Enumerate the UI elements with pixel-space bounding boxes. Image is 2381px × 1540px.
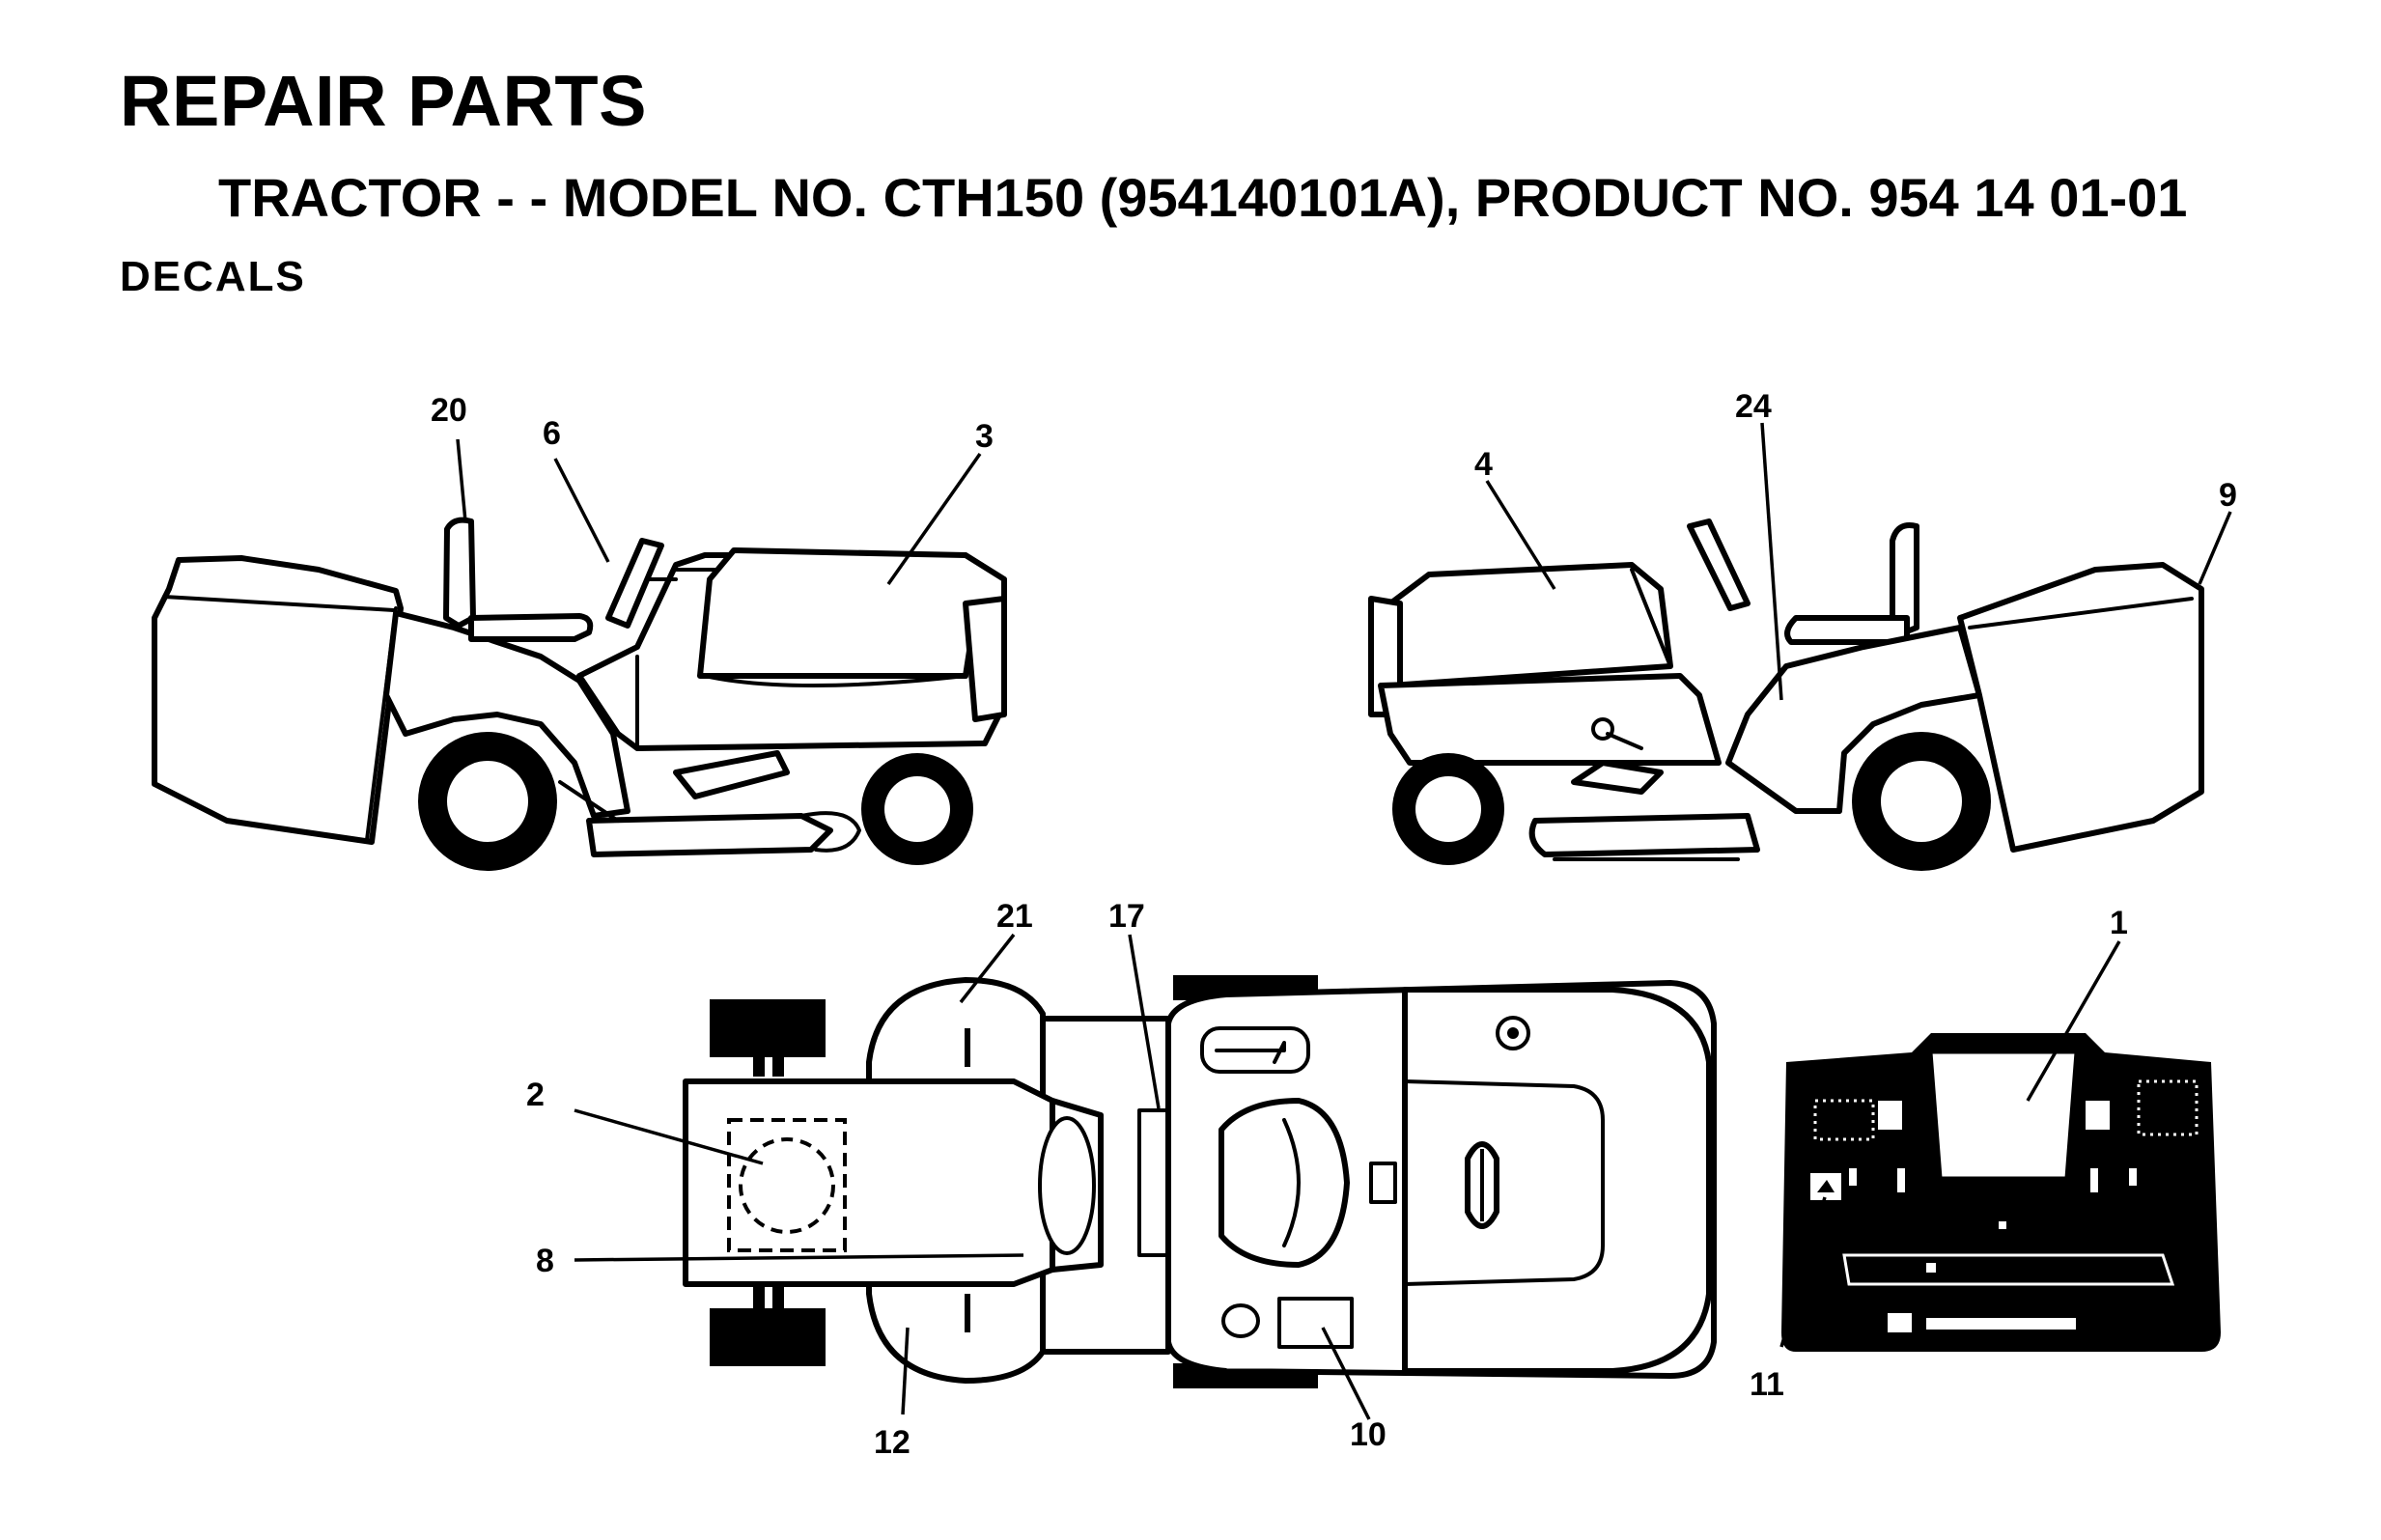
dash-panel-view <box>1781 1033 2221 1352</box>
callout-1: 1 <box>2110 905 2128 941</box>
tractor-left-side-view <box>152 517 1007 871</box>
section-heading: DECALS <box>120 253 306 300</box>
tractor-right-side-view <box>1368 518 2204 871</box>
tractor-top-view <box>683 975 1717 1388</box>
callout-2: 2 <box>526 1077 545 1113</box>
callout-3: 3 <box>975 418 994 455</box>
callout-4: 4 <box>1474 446 1493 483</box>
callout-6: 6 <box>543 415 561 452</box>
callout-12: 12 <box>874 1424 910 1461</box>
callout-20: 20 <box>431 392 467 429</box>
callout-9: 9 <box>2219 477 2237 514</box>
page-title: REPAIR PARTS <box>120 61 647 141</box>
leader-lines <box>456 422 2232 1420</box>
callout-11: 11 <box>1750 1366 1784 1403</box>
callout-10: 10 <box>1350 1416 1387 1453</box>
callout-21: 21 <box>996 898 1033 935</box>
callout-24: 24 <box>1735 388 1772 425</box>
callout-17: 17 <box>1108 898 1145 935</box>
model-subtitle: TRACTOR - - MODEL NO. CTH150 (954140101A… <box>218 167 2188 228</box>
callout-8: 8 <box>536 1243 554 1279</box>
